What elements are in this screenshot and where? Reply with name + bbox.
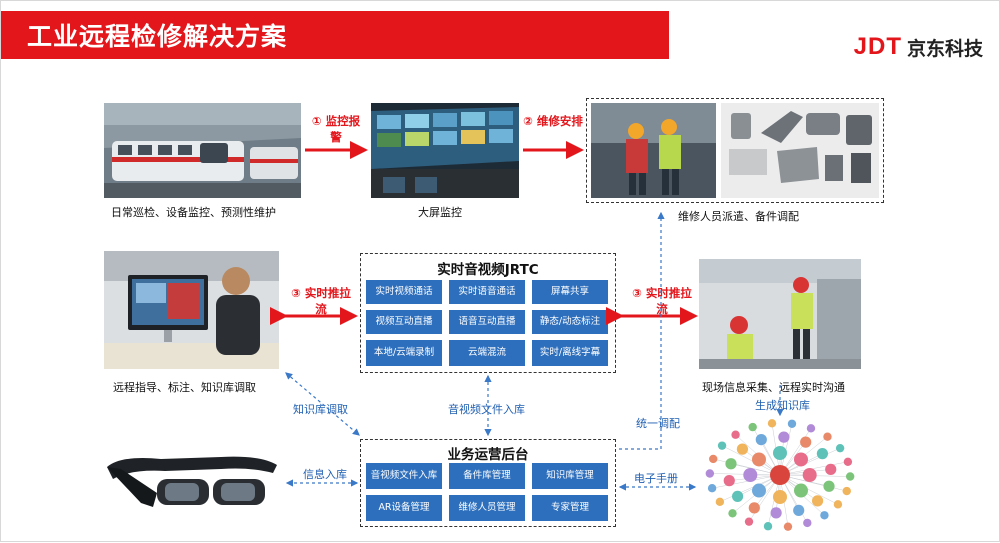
kg-node [842,486,851,496]
arrow2-label: ② 维修安排 [523,114,583,128]
kg-node [800,436,812,448]
ops-panel [360,439,616,527]
kg-node [731,490,744,502]
kg-node [825,463,837,475]
kg-node [744,517,754,526]
ar-glasses-image [101,449,283,521]
kg-node [835,443,845,453]
kg-node [715,497,725,507]
kg-node [783,522,793,531]
ops-cell-spare-parts: 备件库管理 [449,463,525,489]
link-generate-kb: 生成知识库 [755,399,810,412]
kg-node [748,502,760,514]
kg-node [770,507,782,519]
rtc-cell-voice-call: 实时语音通话 [449,280,525,304]
kg-node [823,432,832,441]
ops-panel-title: 业务运营后台 [447,447,529,463]
workers-photo [591,103,716,198]
kg-node [723,475,735,487]
remote-expert-photo [104,251,279,369]
ops-cell-knowledge-base: 知识库管理 [532,463,608,489]
kg-node [755,434,767,446]
link-e-manual: 电子手册 [634,472,678,485]
brand-logo: JDT 京东科技 [854,33,983,61]
ops-cell-technicians: 维修人员管理 [449,495,525,521]
kg-node [763,522,773,531]
kg-node [725,458,737,470]
page-title: 工业远程检修解决方案 [27,22,288,51]
ops-cell-experts: 专家管理 [532,495,608,521]
kg-core-node [770,465,790,485]
kg-node [751,452,766,467]
rtc-cell-video-call: 实时视频通话 [366,280,442,304]
kg-node [717,441,727,450]
arrow1-label: ① 监控报警 [311,114,361,144]
step3-caption: 维修人员派遣、备件调配 [678,210,799,223]
field-worker-photo [699,259,861,369]
kg-node [823,480,835,492]
field-caption: 现场信息采集、远程实时沟通 [702,381,845,394]
kg-node [845,472,855,481]
kg-node [705,469,715,478]
kg-node [833,500,843,509]
kg-node [778,431,790,443]
kg-node [728,509,737,518]
expert-caption: 远程指导、标注、知识库调取 [113,381,256,394]
kg-node [773,446,787,460]
control-room-photo [371,103,519,198]
kg-node [743,468,758,482]
kg-node [748,422,757,432]
kg-node [709,454,718,464]
kg-node [811,495,824,507]
kg-node [707,484,717,493]
title-bar: 工业远程检修解决方案 [1,11,669,59]
rtc-cell-subtitles: 实时/离线字幕 [532,340,608,366]
rtc-cell-video-live: 视频互动直播 [366,310,442,334]
step1-caption: 日常巡检、设备监控、预测性维护 [111,206,276,219]
link-info-ingest: 信息入库 [303,468,347,481]
kg-node [820,511,829,520]
kg-node [787,419,797,428]
kg-node [793,504,805,516]
kg-node [794,452,809,467]
link-knowledge-fetch-line [285,372,360,436]
kg-node [803,518,812,528]
rtc-cell-recording: 本地/云端录制 [366,340,442,366]
kg-node [802,468,817,482]
logo-jdt: JDT [853,33,902,60]
kg-node [736,443,749,455]
kg-node [773,490,787,504]
rtc-cell-screen-share: 屏幕共享 [532,280,608,304]
step2-caption: 大屏监控 [418,206,462,219]
spare-parts-photo [721,103,879,198]
logo-name: 京东科技 [906,37,983,60]
train-depot-photo [104,103,301,198]
ops-cell-ar-devices: AR设备管理 [366,495,442,521]
link-unified-dispatch-line [619,211,665,450]
rtc-panel-title: 实时音视频JRTC [437,262,539,278]
kg-node [816,448,829,460]
kg-node [806,424,816,433]
kg-node [751,483,766,498]
ops-cell-av-files: 音视频文件入库 [366,463,442,489]
kg-node [794,483,809,498]
rtc-cell-voice-live: 语音互动直播 [449,310,525,334]
rtc-cell-annotation: 静态/动态标注 [532,310,608,334]
rtc-cell-mixing: 云端混流 [449,340,525,366]
kg-node [843,457,853,466]
knowledge-graph-image [701,419,859,531]
kg-node [767,419,777,428]
kg-node [731,430,740,439]
dispatch-box [586,98,884,203]
link-unified-dispatch: 统一调配 [636,417,680,430]
